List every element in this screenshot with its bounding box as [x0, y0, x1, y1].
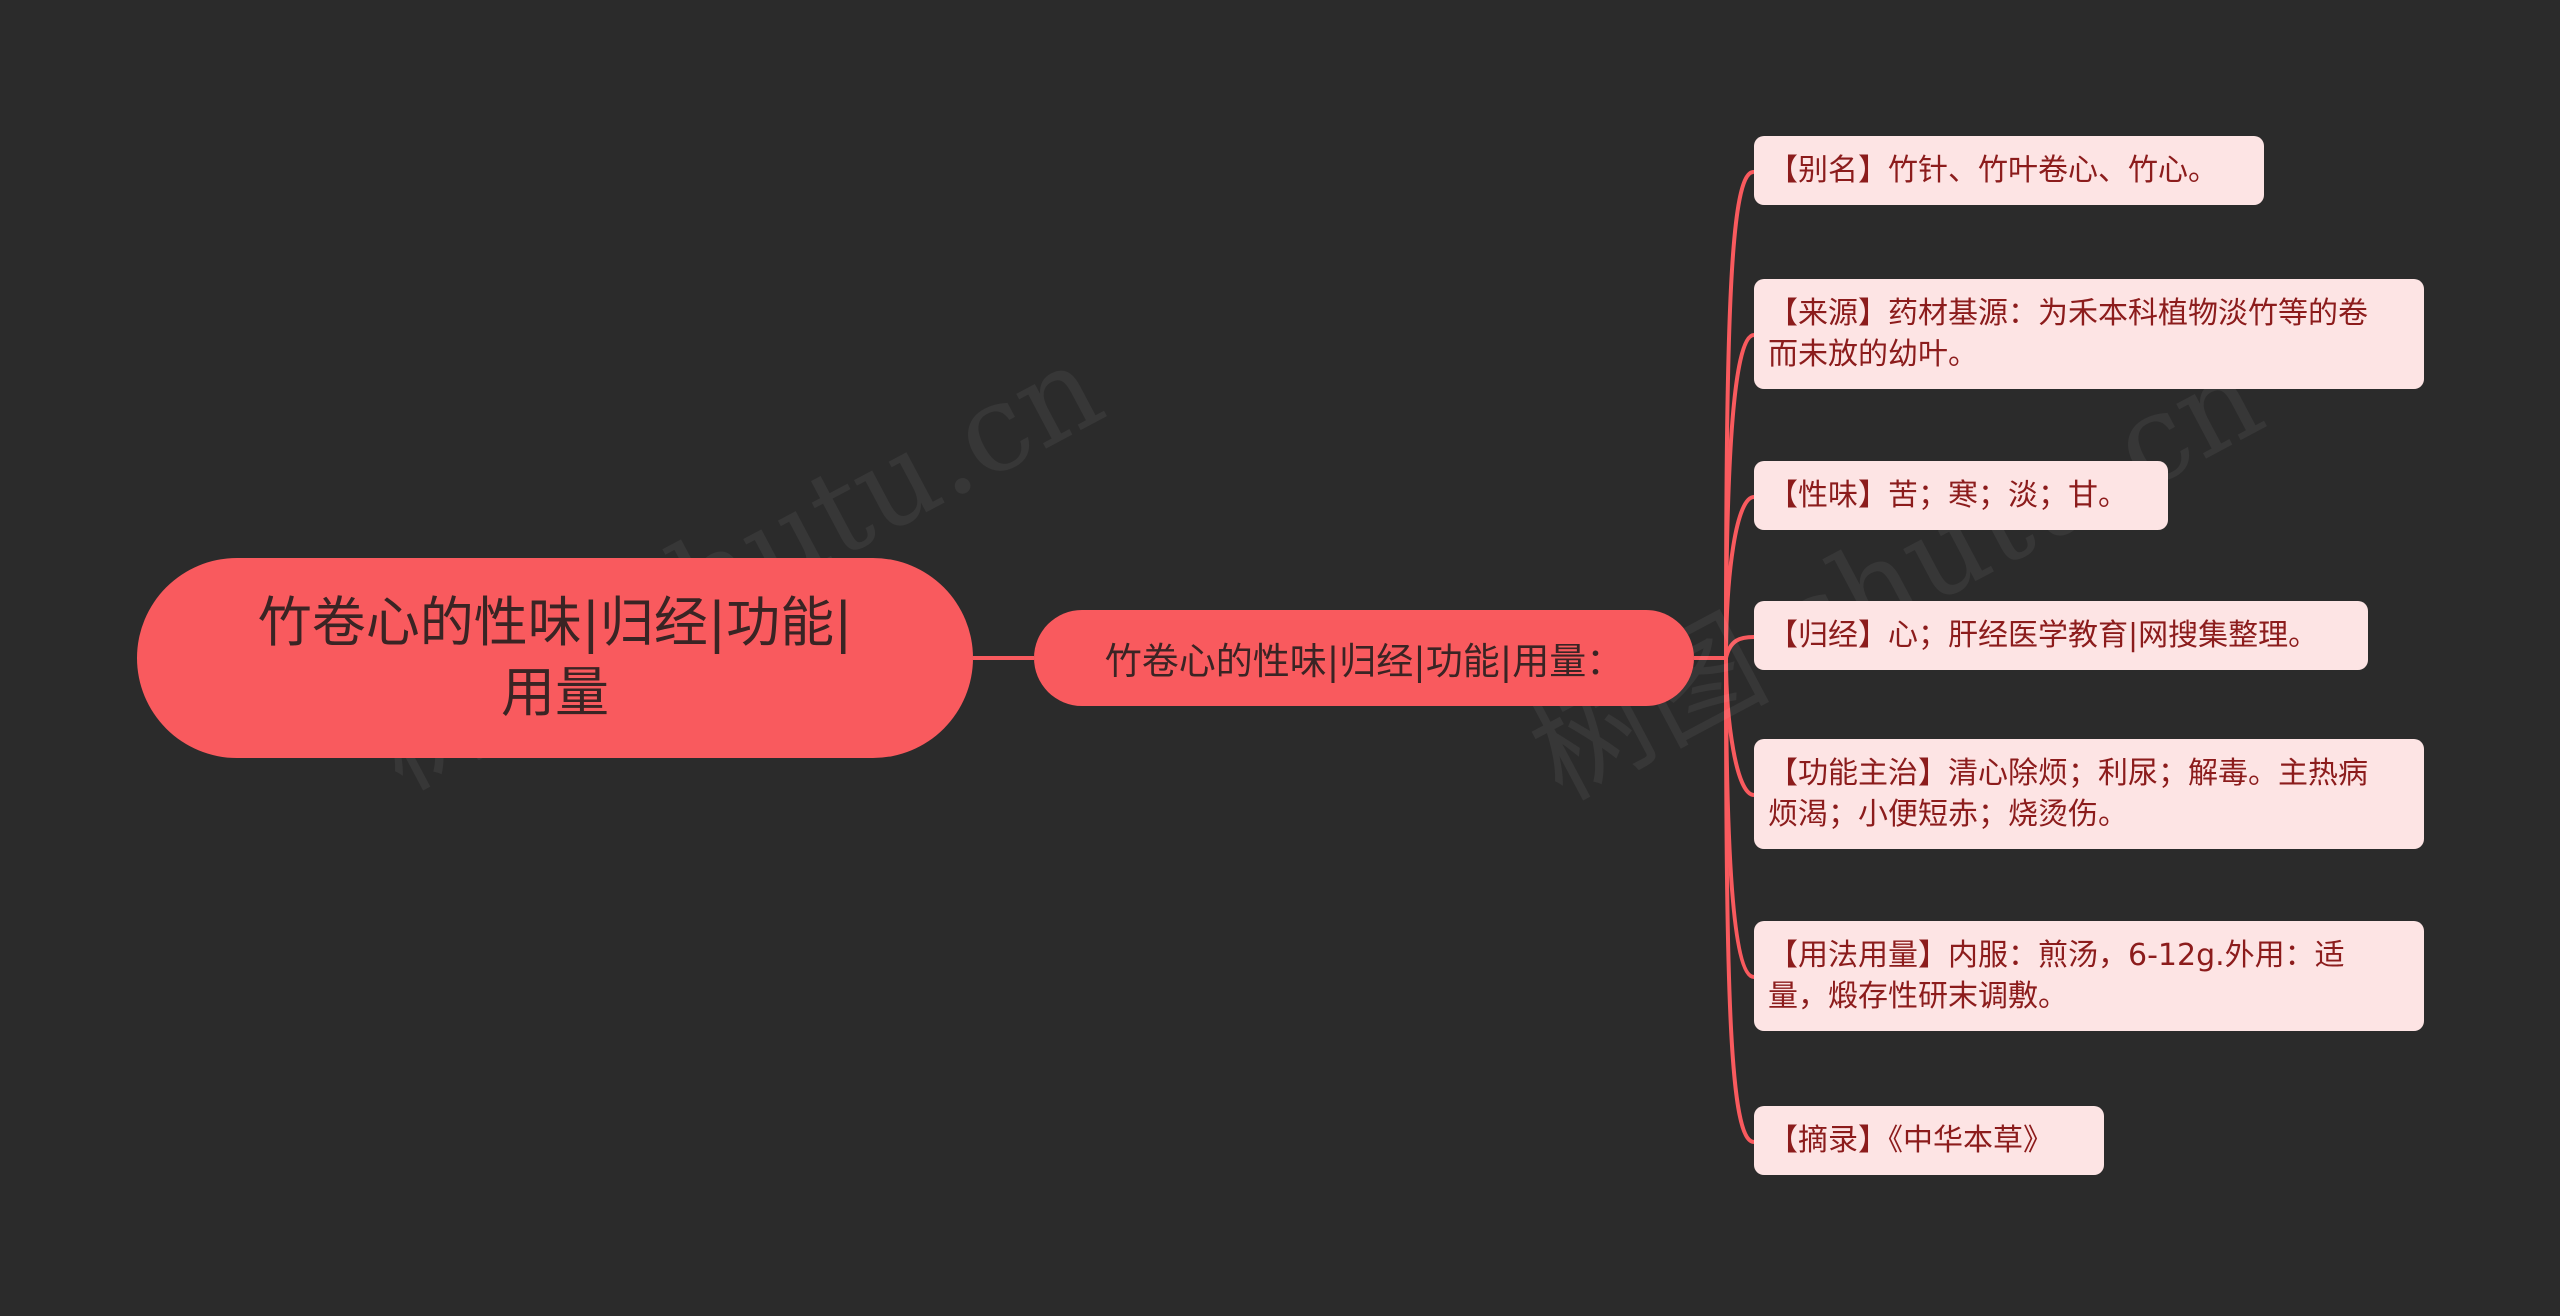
leaf-text-line: 量，煅存性研末调敷。: [1768, 979, 2068, 1014]
leaf-text-line: 【性味】苦；寒；淡；甘。: [1768, 478, 2128, 513]
leaf-node-function[interactable]: 【功能主治】清心除烦；利尿；解毒。主热病 烦渴；小便短赤；烧烫伤。: [1754, 739, 2424, 849]
branch-connector-1: [1724, 170, 1755, 659]
leaf-text-line: 【摘录】《中华本草》: [1768, 1123, 2053, 1158]
root-node-label-line1: 竹卷心的性味|归经|功能|: [257, 591, 853, 654]
leaf-text-line: 而未放的幼叶。: [1768, 337, 1978, 372]
leaf-node-meridian[interactable]: 【归经】心；肝经医学教育|网搜集整理。: [1754, 601, 2368, 670]
leaf-node-nature-taste[interactable]: 【性味】苦；寒；淡；甘。: [1754, 461, 2168, 530]
leaf-node-usage-dosage[interactable]: 【用法用量】内服：煎汤，6-12g.外用：适 量，煅存性研末调敷。: [1754, 921, 2424, 1031]
leaf-text-line: 烦渴；小便短赤；烧烫伤。: [1768, 797, 2128, 832]
branch-connector-5: [1724, 657, 1755, 797]
branch-connector-4: [1724, 635, 1755, 659]
leaf-node-alias[interactable]: 【别名】竹针、竹叶卷心、竹心。: [1754, 136, 2264, 205]
leaf-text-line: 【归经】心；肝经医学教育|网搜集整理。: [1768, 618, 2319, 653]
mid-node-label: 竹卷心的性味|归经|功能|用量：: [1104, 640, 1624, 683]
leaf-text-line: 【来源】药材基源：为禾本科植物淡竹等的卷: [1768, 296, 2368, 331]
root-node-label-line2: 用量: [501, 661, 609, 724]
branch-connector-3: [1724, 495, 1755, 659]
branch-connector-2: [1724, 333, 1755, 659]
mid-node[interactable]: 竹卷心的性味|归经|功能|用量：: [1034, 610, 1694, 706]
leaf-text-line: 【功能主治】清心除烦；利尿；解毒。主热病: [1768, 756, 2368, 791]
leaf-text-line: 【用法用量】内服：煎汤，6-12g.外用：适: [1768, 938, 2345, 973]
leaf-node-source[interactable]: 【来源】药材基源：为禾本科植物淡竹等的卷 而未放的幼叶。: [1754, 279, 2424, 389]
root-node[interactable]: 竹卷心的性味|归经|功能| 用量: [137, 558, 973, 758]
leaf-text-line: 【别名】竹针、竹叶卷心、竹心。: [1768, 153, 2218, 188]
leaf-node-excerpt[interactable]: 【摘录】《中华本草》: [1754, 1106, 2104, 1175]
branch-connector-7: [1724, 657, 1755, 1144]
branch-connector-6: [1724, 657, 1755, 979]
